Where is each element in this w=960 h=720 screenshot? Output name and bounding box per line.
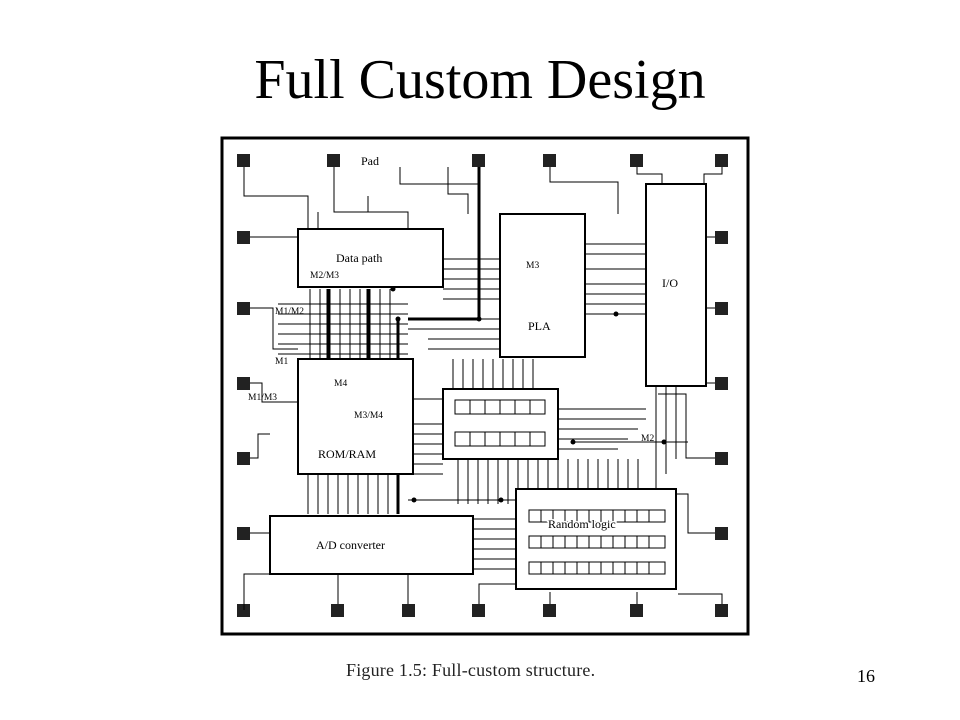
m1-m2-label: M1/M2 bbox=[275, 307, 304, 317]
pad bbox=[715, 452, 728, 465]
figure-caption: Figure 1.5: Full-custom structure. bbox=[346, 660, 596, 680]
pad bbox=[472, 604, 485, 617]
pad bbox=[237, 377, 250, 390]
data-path-label: Data path bbox=[336, 251, 382, 265]
pad bbox=[630, 154, 643, 167]
register-cells bbox=[454, 399, 546, 447]
pad bbox=[237, 527, 250, 540]
pla-label: PLA bbox=[528, 319, 551, 333]
pad-label: Pad bbox=[361, 154, 379, 168]
data-path-block bbox=[297, 228, 444, 288]
m4-label: M4 bbox=[334, 379, 347, 389]
pla-block bbox=[499, 213, 586, 358]
pad bbox=[331, 604, 344, 617]
m2-m3-label: M2/M3 bbox=[310, 271, 339, 281]
ad-converter-block bbox=[269, 515, 474, 575]
pad bbox=[715, 302, 728, 315]
m1-m3-label: M1/M3 bbox=[248, 393, 277, 403]
chip-layout-diagram: Pad Data path M2/M3 M3 PLA I/O M1/M2 M1 … bbox=[220, 136, 750, 636]
pad bbox=[543, 604, 556, 617]
routing-wires bbox=[243, 167, 723, 610]
pad bbox=[715, 377, 728, 390]
pad bbox=[237, 231, 250, 244]
io-label: I/O bbox=[662, 276, 678, 290]
pad bbox=[237, 604, 250, 617]
pad bbox=[543, 154, 556, 167]
random-logic-cells bbox=[528, 509, 666, 575]
slide-title: Full Custom Design bbox=[254, 49, 706, 111]
io-block bbox=[645, 183, 707, 387]
m3-label: M3 bbox=[526, 261, 539, 271]
pads bbox=[237, 154, 728, 617]
pad bbox=[237, 452, 250, 465]
rom-ram-block bbox=[297, 358, 414, 475]
pad bbox=[715, 231, 728, 244]
pad bbox=[237, 154, 250, 167]
pad bbox=[402, 604, 415, 617]
m2-label: M2 bbox=[641, 434, 654, 444]
rom-ram-label: ROM/RAM bbox=[318, 447, 376, 461]
pad bbox=[472, 154, 485, 167]
pad bbox=[715, 527, 728, 540]
pad bbox=[715, 604, 728, 617]
pad bbox=[630, 604, 643, 617]
full-custom-figure: Pad Data path M2/M3 M3 PLA I/O M1/M2 M1 … bbox=[218, 134, 752, 638]
page-number: 16 bbox=[857, 666, 875, 686]
m3-m4-label: M3/M4 bbox=[354, 411, 383, 421]
pad bbox=[327, 154, 340, 167]
ad-converter-label: A/D converter bbox=[316, 538, 385, 552]
pad bbox=[237, 302, 250, 315]
m1-label: M1 bbox=[275, 357, 288, 367]
chip-outline bbox=[220, 136, 750, 636]
random-logic-label: Random logic bbox=[548, 517, 616, 531]
pad bbox=[715, 154, 728, 167]
